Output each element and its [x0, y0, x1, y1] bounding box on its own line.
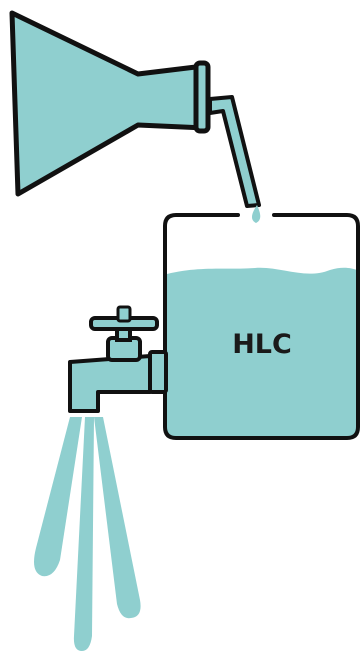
tank-label: HLC — [232, 329, 292, 360]
tank-icon: HLC — [165, 215, 358, 438]
falling-drop-icon — [252, 205, 260, 223]
funnel-icon — [12, 13, 260, 223]
water-stream-icon — [34, 417, 141, 651]
faucet-icon[interactable] — [70, 307, 166, 411]
